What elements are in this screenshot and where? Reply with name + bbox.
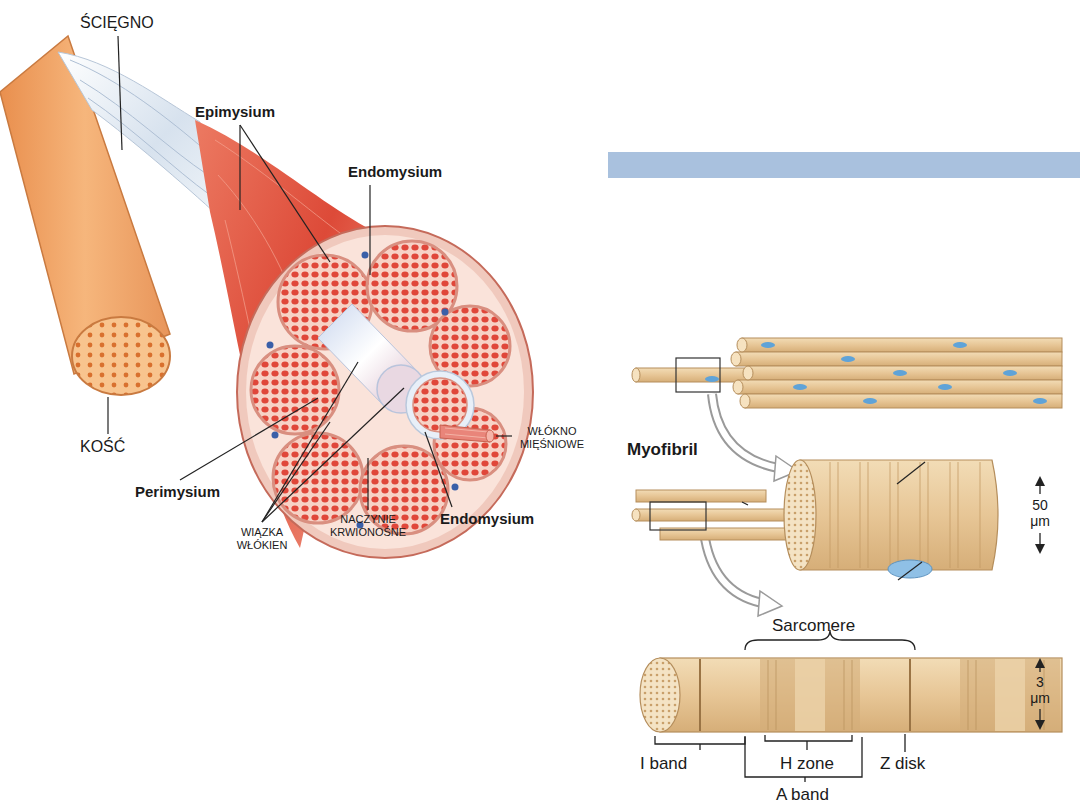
brackets bbox=[655, 482, 1040, 782]
band-label: Z disk bbox=[880, 754, 925, 774]
tendon bbox=[58, 52, 214, 212]
part-label: KOŚĆ bbox=[80, 438, 125, 456]
part-label: WŁÓKNO MIĘŚNIOWE bbox=[514, 425, 590, 450]
muscle-cross-section bbox=[237, 226, 533, 558]
part-label: ŚCIĘGNO bbox=[80, 14, 154, 32]
part-label: WIĄZKA WŁÓKIEN bbox=[230, 526, 294, 551]
part-label: Endomysium bbox=[440, 510, 534, 527]
part-label: Perimysium bbox=[135, 483, 220, 500]
part-label: Epimysium bbox=[195, 103, 275, 120]
dimension-label: 3 μm bbox=[1028, 674, 1052, 706]
part-label: NACZYNIE KRWIONOŚNE bbox=[327, 513, 409, 538]
part-label: Sarcomere bbox=[772, 616, 855, 636]
leader-lines bbox=[108, 36, 512, 522]
fiber-bundle bbox=[632, 338, 1062, 408]
band-label: I band bbox=[640, 754, 687, 774]
muscle-fiber bbox=[632, 460, 998, 580]
fascicle-with-fiber bbox=[406, 371, 494, 442]
part-label: Endomysium bbox=[348, 163, 442, 180]
band-label: A band bbox=[776, 785, 829, 805]
myofibril bbox=[640, 658, 1062, 732]
band-label: H zone bbox=[780, 754, 834, 774]
part-label: Myofibril bbox=[627, 440, 698, 460]
header-bar bbox=[608, 152, 1080, 178]
dimension-label: 50 μm bbox=[1028, 497, 1052, 529]
